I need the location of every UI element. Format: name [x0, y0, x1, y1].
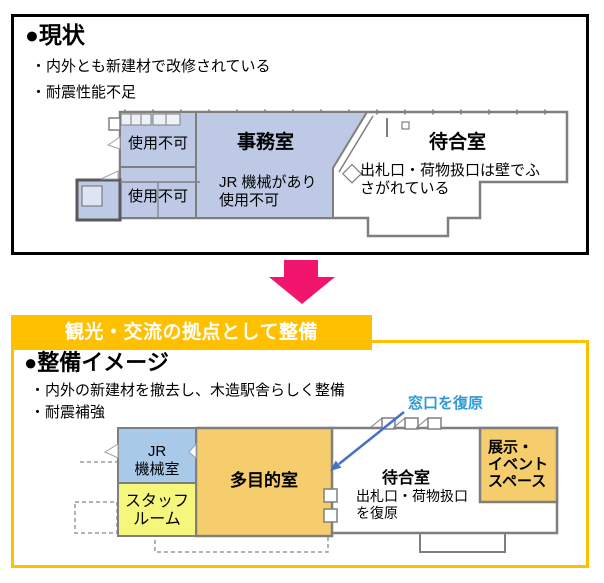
staff-line2: ルーム	[133, 511, 181, 528]
exhibition-space	[478, 426, 559, 504]
annex-closet	[81, 185, 103, 207]
room-waiting-improved-note: 出札口・荷物扱口 を復原	[356, 488, 468, 522]
waiting-note-line1: 出札口・荷物扱口は壁でふ	[360, 162, 541, 179]
exhibition-line2: イベント	[488, 456, 549, 473]
cabinet	[120, 113, 152, 126]
arrow-stem	[284, 260, 318, 277]
office-note-line2: 使用不可	[219, 192, 280, 209]
room-office-note: JR 機械があり 使用不可	[219, 174, 317, 210]
door-icon	[103, 443, 119, 459]
window-restore-note: 窓口を復原	[408, 395, 484, 412]
arrow-head	[269, 277, 335, 304]
room-exhibition: 展示・ イベント スペース	[488, 439, 548, 490]
jr-machine-room	[117, 427, 197, 484]
current-floor-plan	[75, 109, 569, 238]
room-waiting: 待合室	[429, 132, 487, 153]
door-icon	[100, 170, 119, 180]
window-annotation-arrow	[338, 411, 405, 465]
improved-floor-plan	[74, 411, 559, 553]
door-icon	[188, 442, 197, 460]
wall-protrusion	[108, 117, 121, 131]
room-unusable-lower: 使用不可	[128, 188, 189, 205]
transition-arrow-icon	[269, 260, 335, 304]
room-multipurpose: 多目的室	[230, 471, 298, 490]
roof-vent	[427, 417, 442, 430]
banner-label: 観光・交流の拠点として整備	[65, 322, 318, 343]
improvement-bullet-1: ・内外の新建材を撤去し、木造駅舎らしく整備	[30, 382, 346, 399]
jr-line2: 機械室	[134, 461, 180, 478]
exhibition-line3: スペース	[488, 473, 547, 490]
roof-vent	[404, 417, 419, 430]
room-office: 事務室	[237, 132, 295, 153]
improvement-banner: 観光・交流の拠点として整備	[11, 315, 372, 350]
room-waiting-note: 出札口・荷物扱口は壁でふ さがれている	[360, 162, 540, 198]
staff-line1: スタッフ	[124, 493, 189, 510]
removed-part-dashed	[154, 534, 329, 553]
current-bullet-2: ・耐震性能不足	[31, 84, 137, 101]
room-unusable-upper: 使用不可	[128, 135, 189, 152]
multipurpose-room	[194, 426, 334, 538]
removed-part-dashed	[74, 501, 118, 534]
current-title: ●現状	[25, 22, 85, 48]
roof-line	[392, 417, 406, 429]
jr-line1: JR	[147, 443, 167, 460]
current-bullet-1: ・内外とも新建材で改修されている	[31, 58, 271, 75]
roof-line	[415, 417, 429, 429]
office-note-line1: JR 機械があり	[219, 174, 317, 191]
detail-square	[401, 121, 410, 130]
staff-room	[117, 482, 197, 537]
waiting-improved-note-line2: を復原	[356, 505, 398, 521]
room-staff: スタッフ ルーム	[118, 493, 196, 529]
door-diamond-icon	[341, 163, 363, 184]
waiting-improved-note-line1: 出札口・荷物扱口	[356, 488, 468, 504]
porch	[419, 532, 506, 553]
restored-window	[323, 488, 338, 503]
window-annotation-arrowhead	[330, 460, 342, 471]
roof-line	[369, 417, 383, 429]
chamfer-wall	[338, 115, 374, 173]
improvement-title: ●整備イメージ	[24, 350, 169, 375]
exhibition-line1: 展示・	[488, 439, 534, 456]
restored-window	[323, 508, 338, 523]
room-waiting-improved: 待合室	[382, 470, 431, 487]
room-jr: JR 機械室	[118, 443, 196, 479]
waiting-note-line2: さがれている	[360, 180, 450, 197]
improvement-bullet-2: ・耐震補強	[30, 404, 106, 421]
door-icon	[106, 136, 121, 150]
